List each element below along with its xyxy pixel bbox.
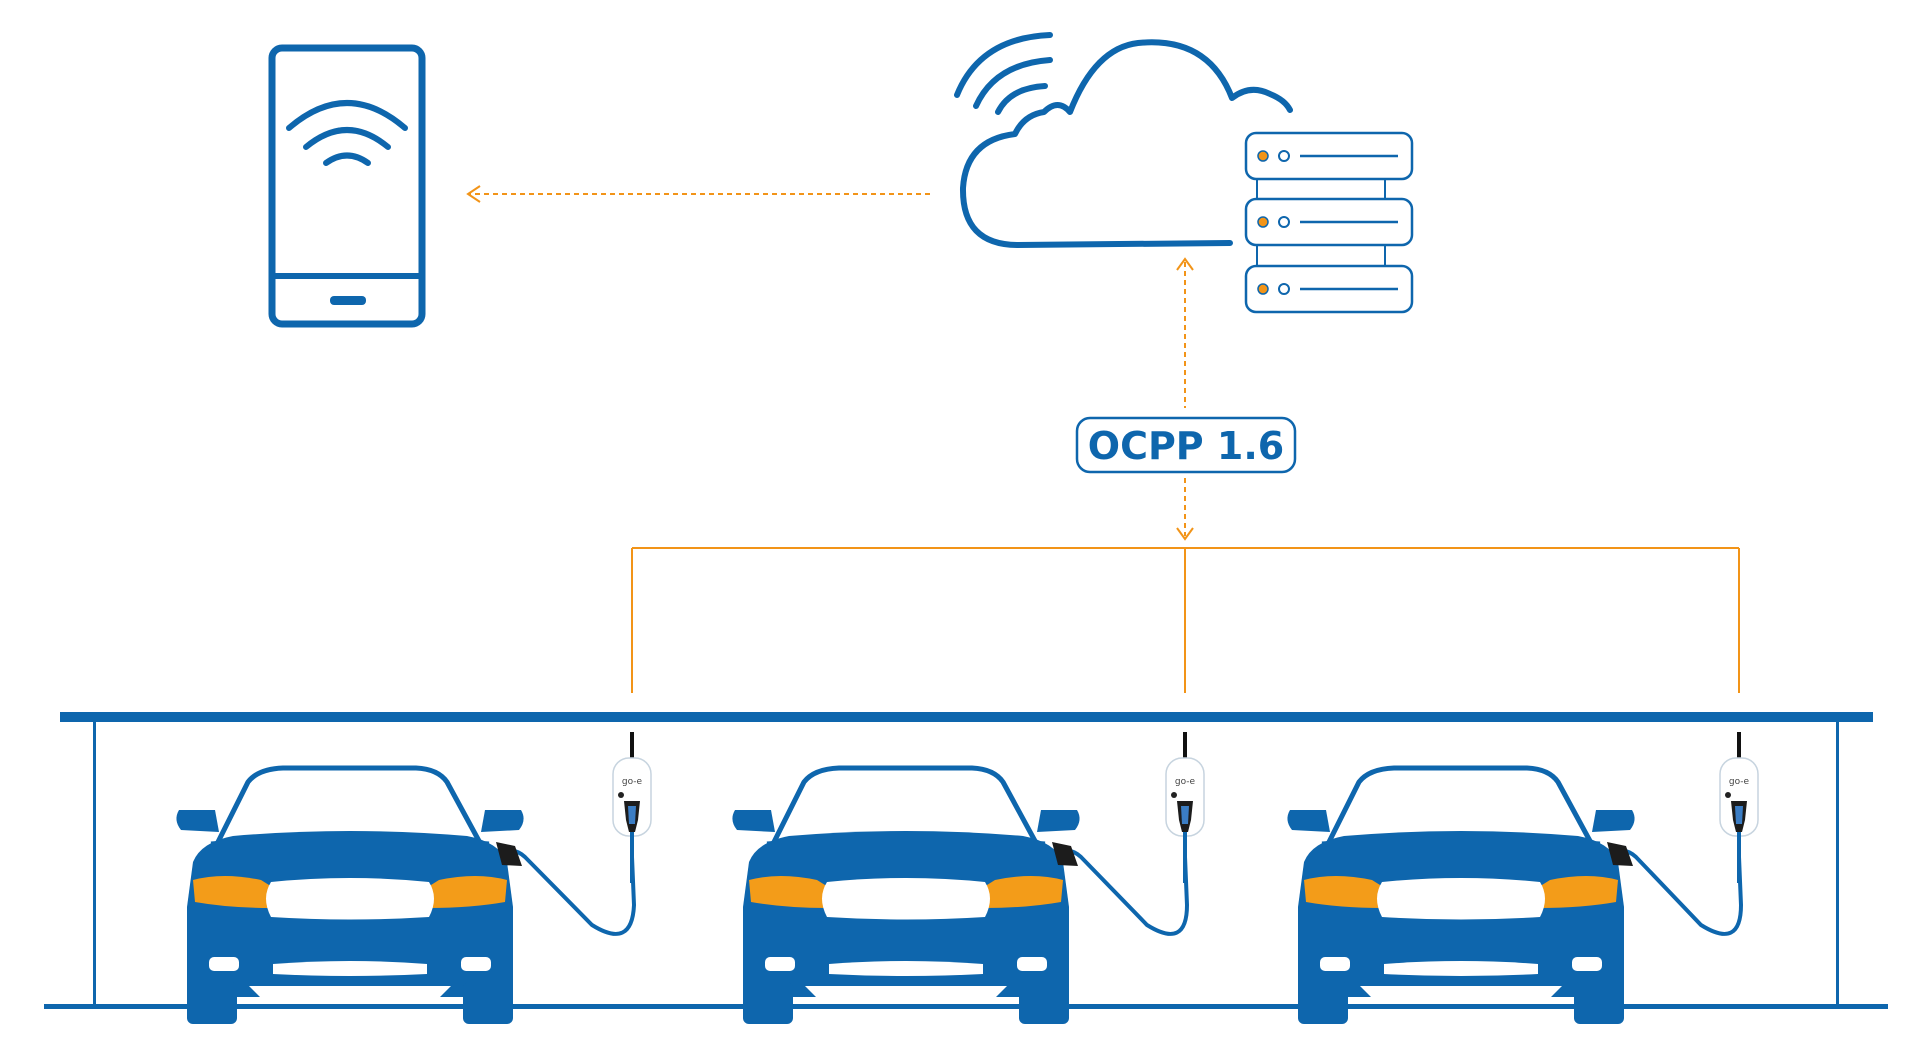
car-icon — [1287, 768, 1634, 1024]
parking-bay-2: go-e — [732, 730, 1206, 1024]
charging-cable — [1052, 842, 1190, 936]
parking-bay-1: go-e — [176, 730, 653, 1024]
charger-brand-label: go-e — [1729, 777, 1750, 787]
smartphone-icon — [268, 44, 426, 328]
carport-post-right — [1836, 722, 1839, 1006]
car-icon — [732, 768, 1079, 1024]
wallbox-charger-icon: go-e — [611, 730, 653, 885]
charging-cable — [496, 842, 637, 936]
parking-bay-3: go-e — [1287, 730, 1760, 1024]
charger-brand-label: go-e — [1175, 777, 1196, 787]
charging-cable — [1607, 842, 1744, 936]
cloud-icon — [954, 32, 1293, 248]
carport-roof — [60, 712, 1873, 722]
ocpp-label: OCPP 1.6 — [1088, 424, 1284, 468]
phone-wifi-icon — [286, 100, 408, 166]
cloud-to-phone-arrow — [466, 185, 930, 203]
ocpp-label-badge: OCPP 1.6 — [1075, 416, 1297, 474]
cloud-wifi-icon — [954, 32, 1053, 115]
distribution-lines — [631, 547, 1740, 693]
charger-brand-label: go-e — [622, 777, 643, 787]
carport-post-left — [93, 722, 96, 1006]
ocpp-dashed-link — [1176, 257, 1194, 541]
carport-structure — [44, 712, 1888, 1009]
ground-line — [44, 1004, 1888, 1009]
wallbox-charger-icon: go-e — [1164, 730, 1206, 885]
server-stack-icon — [1244, 131, 1414, 314]
car-icon — [176, 768, 523, 1024]
wallbox-charger-icon: go-e — [1718, 730, 1760, 885]
